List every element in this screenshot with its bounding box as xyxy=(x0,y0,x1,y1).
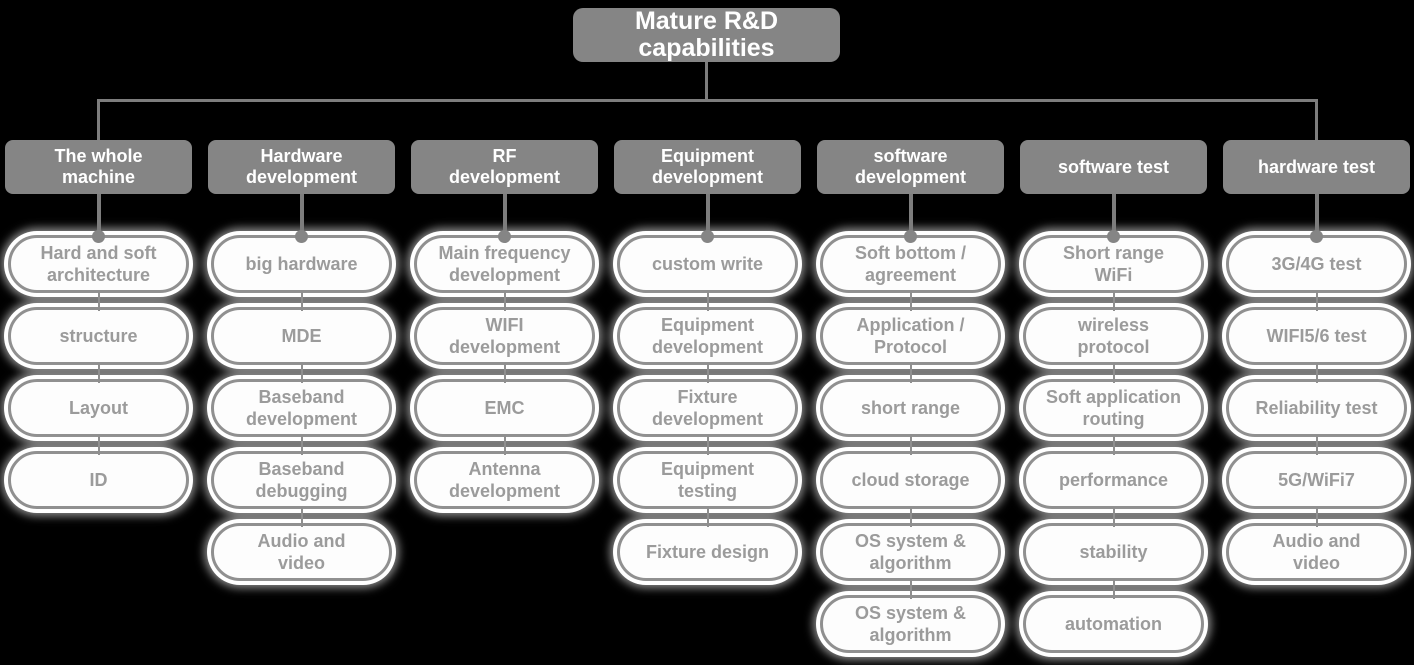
capability-pill: OS system & algorithm xyxy=(820,523,1001,581)
connector-pill-link xyxy=(1112,363,1115,383)
connector-pill-link xyxy=(97,435,100,455)
capability-pill: short range xyxy=(820,379,1001,437)
connector-dot xyxy=(92,230,105,243)
capability-pill: 3G/4G test xyxy=(1226,235,1407,293)
capability-pill: big hardware xyxy=(211,235,392,293)
capability-pill: Equipment testing xyxy=(617,451,798,509)
capability-pill: Audio and video xyxy=(1226,523,1407,581)
branch-columns: The whole machine Hard and soft architec… xyxy=(5,140,1410,665)
capability-pill: ID xyxy=(8,451,189,509)
branch-header: software development xyxy=(817,140,1004,194)
capability-pill: Hard and soft architecture xyxy=(8,235,189,293)
connector-pill-link xyxy=(503,291,506,311)
branch-column-equipment-development: Equipment development custom write Equip… xyxy=(614,140,801,665)
capability-pill: Soft application routing xyxy=(1023,379,1204,437)
capability-pill: wireless protocol xyxy=(1023,307,1204,365)
branch-header: hardware test xyxy=(1223,140,1410,194)
connector-pill-link xyxy=(300,507,303,527)
branch-header: The whole machine xyxy=(5,140,192,194)
connector-header-stem xyxy=(908,194,913,237)
branch-column-hardware-test: hardware test 3G/4G test WIFI5/6 test Re… xyxy=(1223,140,1410,665)
branch-header: RF development xyxy=(411,140,598,194)
connector-trunk-line xyxy=(97,99,1318,102)
branch-header: Equipment development xyxy=(614,140,801,194)
connector-pill-link xyxy=(909,363,912,383)
connector-dot xyxy=(1107,230,1120,243)
connector-root-stem xyxy=(705,62,708,100)
capability-pill: Baseband development xyxy=(211,379,392,437)
connector-pill-link xyxy=(503,363,506,383)
branch-column-software-development: software development Soft bottom / agree… xyxy=(817,140,1004,665)
connector-dot xyxy=(1310,230,1323,243)
connector-dot xyxy=(498,230,511,243)
connector-pill-link xyxy=(503,435,506,455)
connector-header-stem xyxy=(1314,194,1319,237)
capability-pill: Application / Protocol xyxy=(820,307,1001,365)
connector-pill-link xyxy=(1112,579,1115,599)
connector-pill-link xyxy=(1315,363,1318,383)
capability-pill: Reliability test xyxy=(1226,379,1407,437)
branch-header: software test xyxy=(1020,140,1207,194)
connector-pill-link xyxy=(909,291,912,311)
capability-pill: MDE xyxy=(211,307,392,365)
connector-pill-link xyxy=(300,363,303,383)
capability-pill: Main frequency development xyxy=(414,235,595,293)
capability-pill: Fixture design xyxy=(617,523,798,581)
connector-header-stem xyxy=(502,194,507,237)
connector-pill-link xyxy=(97,291,100,311)
connector-dot xyxy=(295,230,308,243)
capability-pill: WIFI5/6 test xyxy=(1226,307,1407,365)
connector-pill-link xyxy=(1315,291,1318,311)
connector-pill-link xyxy=(300,291,303,311)
connector-header-stem xyxy=(96,194,101,237)
connector-pill-link xyxy=(909,435,912,455)
connector-pill-link xyxy=(1112,291,1115,311)
connector-pill-link xyxy=(1112,507,1115,527)
capability-pill: Equipment development xyxy=(617,307,798,365)
capability-pill: 5G/WiFi7 xyxy=(1226,451,1407,509)
connector-pill-link xyxy=(706,363,709,383)
capability-pill: cloud storage xyxy=(820,451,1001,509)
capability-pill: automation xyxy=(1023,595,1204,653)
connector-pill-link xyxy=(706,291,709,311)
capability-pill: performance xyxy=(1023,451,1204,509)
connector-stub-left xyxy=(97,101,100,141)
capability-pill: stability xyxy=(1023,523,1204,581)
branch-column-software-test: software test Short range WiFi wireless … xyxy=(1020,140,1207,665)
capability-pill: OS system & algorithm xyxy=(820,595,1001,653)
connector-pill-link xyxy=(1112,435,1115,455)
capability-pill: Short range WiFi xyxy=(1023,235,1204,293)
branch-column-hardware-development: Hardware development big hardware MDE Ba… xyxy=(208,140,395,665)
capability-pill: custom write xyxy=(617,235,798,293)
capability-pill: Antenna development xyxy=(414,451,595,509)
capability-pill: Layout xyxy=(8,379,189,437)
capability-pill: EMC xyxy=(414,379,595,437)
branch-column-rf-development: RF development Main frequency developmen… xyxy=(411,140,598,665)
connector-header-stem xyxy=(705,194,710,237)
connector-pill-link xyxy=(1315,507,1318,527)
connector-pill-link xyxy=(97,363,100,383)
capability-pill: Fixture development xyxy=(617,379,798,437)
connector-header-stem xyxy=(1111,194,1116,237)
connector-pill-link xyxy=(909,579,912,599)
connector-header-stem xyxy=(299,194,304,237)
connector-dot xyxy=(904,230,917,243)
capability-pill: Audio and video xyxy=(211,523,392,581)
root-node: Mature R&D capabilities xyxy=(573,8,840,62)
branch-header: Hardware development xyxy=(208,140,395,194)
connector-pill-link xyxy=(706,435,709,455)
capability-pill: Baseband debugging xyxy=(211,451,392,509)
connector-stub-right xyxy=(1315,101,1318,141)
connector-dot xyxy=(701,230,714,243)
capability-pill: Soft bottom / agreement xyxy=(820,235,1001,293)
capability-pill: WIFI development xyxy=(414,307,595,365)
capability-pill: structure xyxy=(8,307,189,365)
connector-pill-link xyxy=(1315,435,1318,455)
branch-column-whole-machine: The whole machine Hard and soft architec… xyxy=(5,140,192,665)
connector-pill-link xyxy=(300,435,303,455)
connector-pill-link xyxy=(706,507,709,527)
connector-pill-link xyxy=(909,507,912,527)
